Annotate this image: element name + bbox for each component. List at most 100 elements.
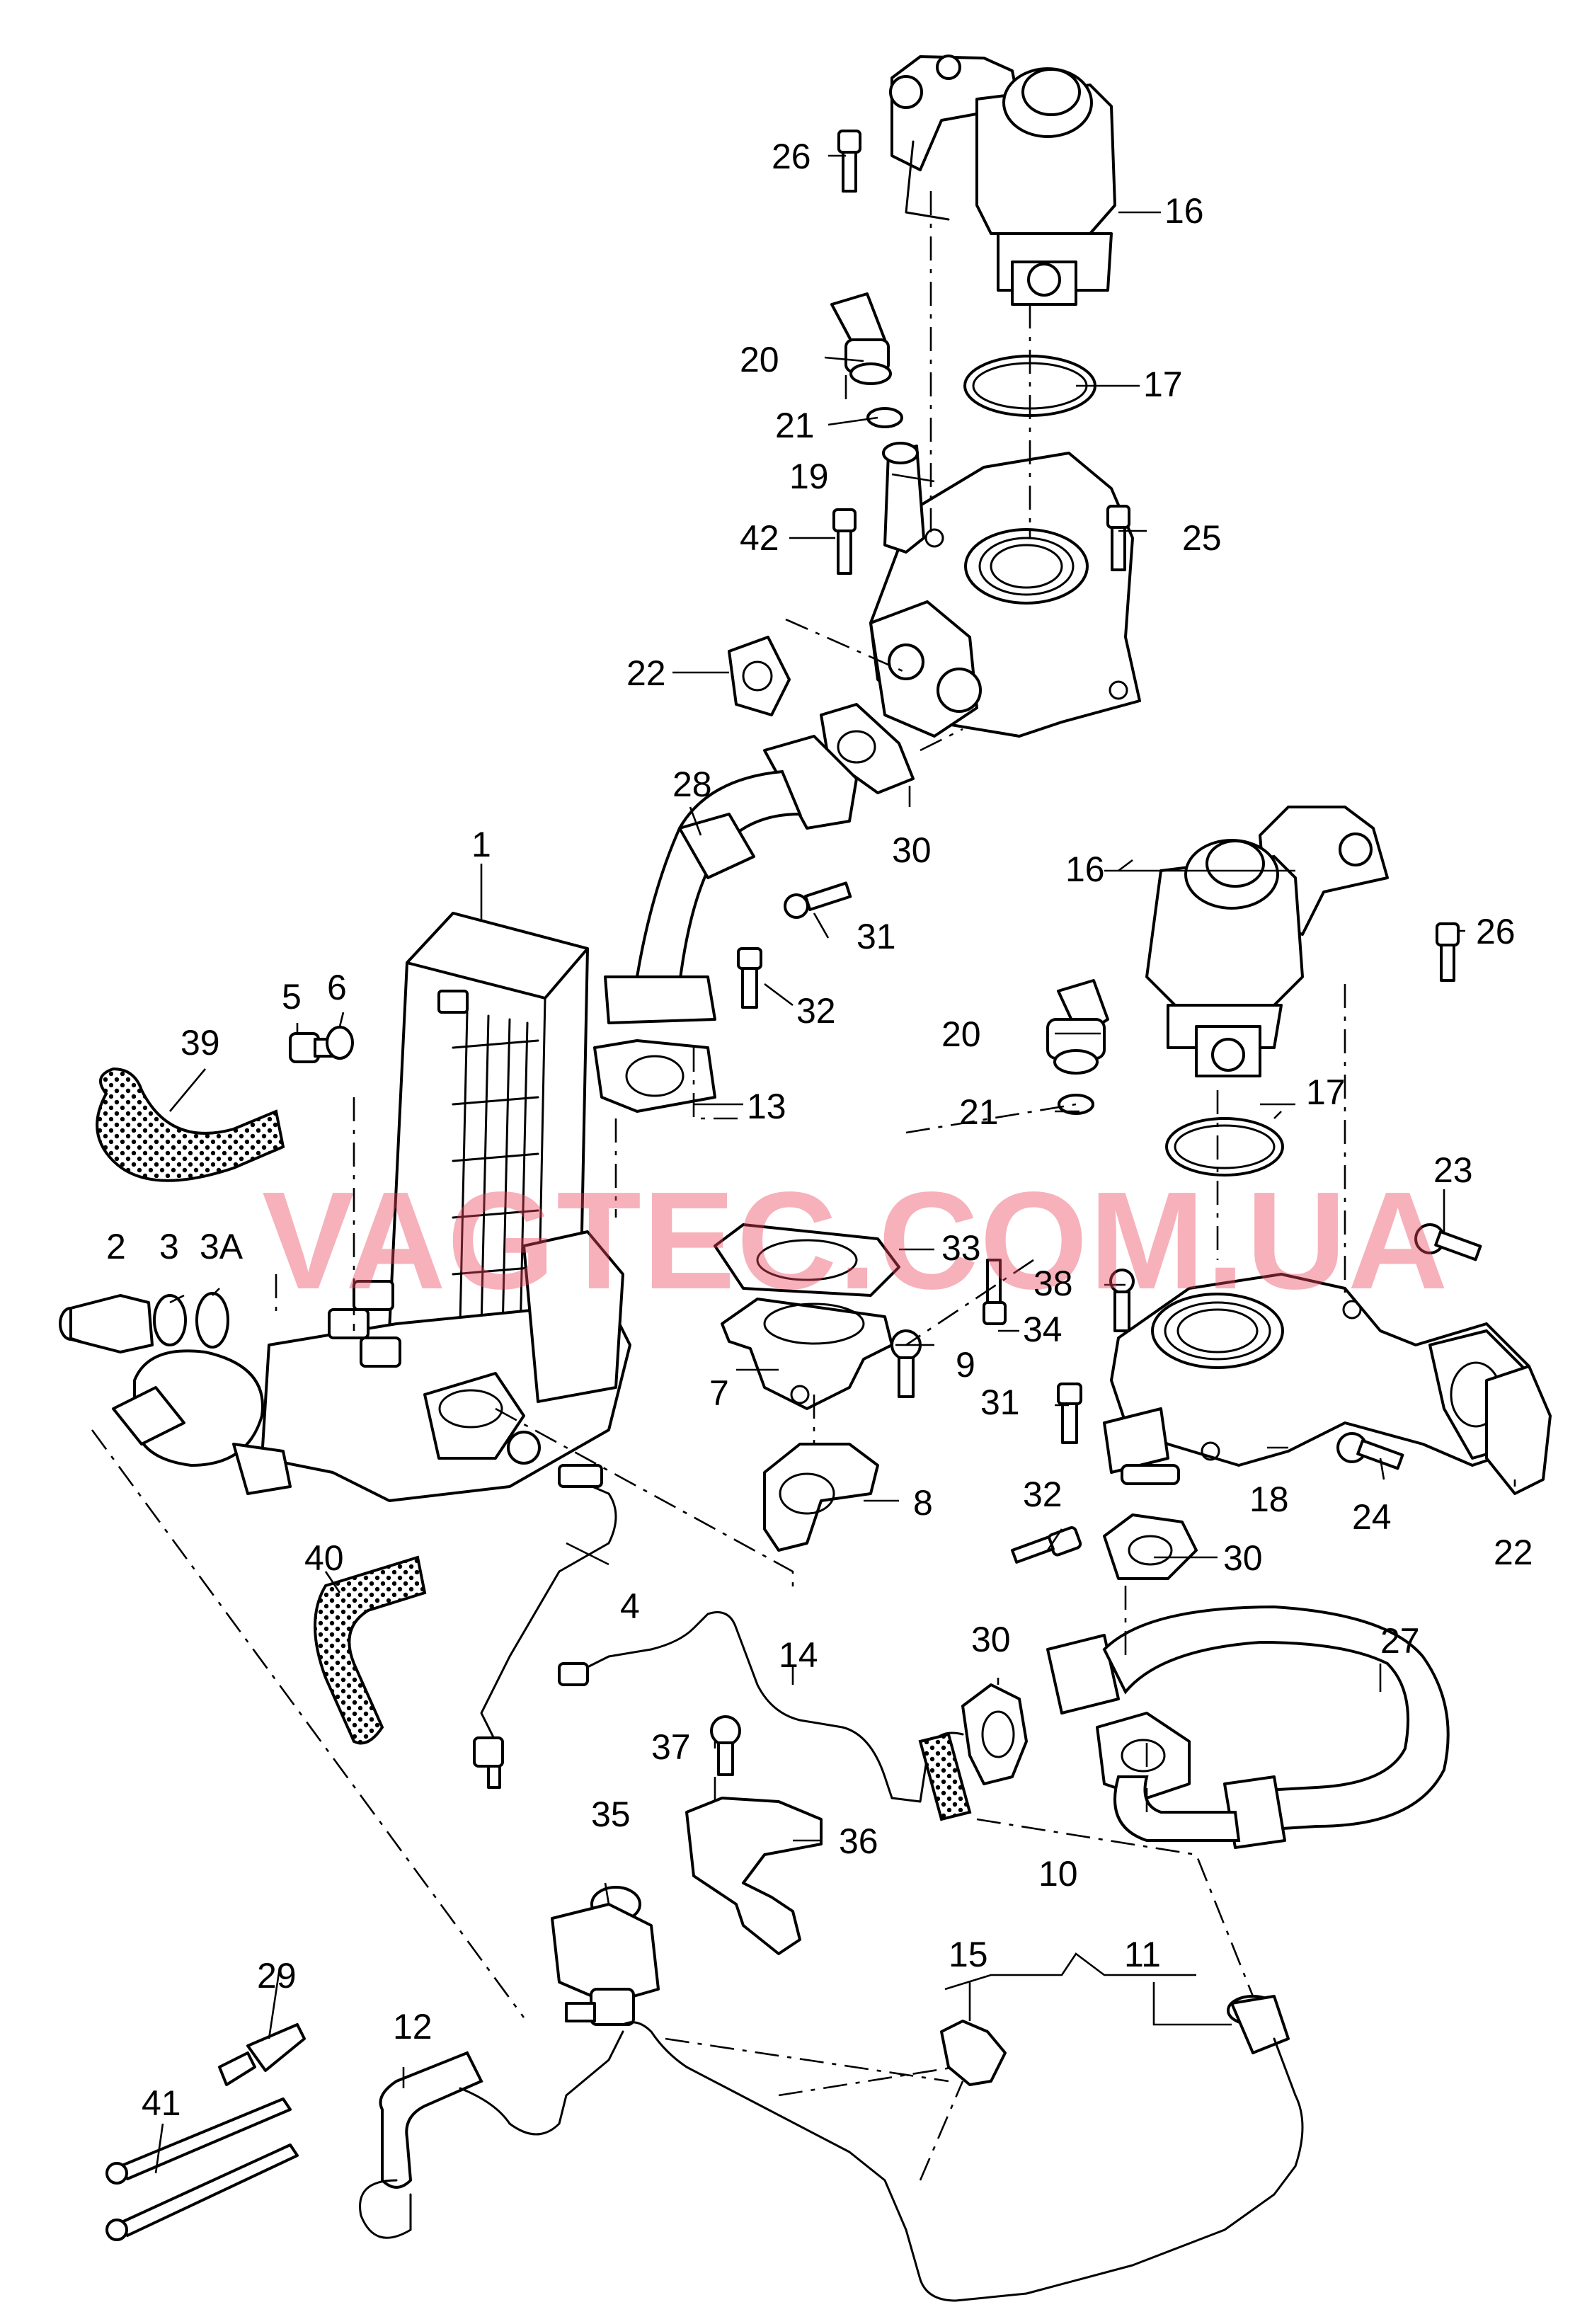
screw-26-upper: [837, 130, 861, 193]
screw-37: [710, 1715, 741, 1776]
assembly-lines: [91, 191, 1346, 2181]
o-ring-lower: [1165, 1117, 1284, 1177]
callout-1: 1: [471, 825, 491, 864]
callout-38: 38: [1033, 1264, 1073, 1303]
leader-lines: [70, 154, 1516, 2174]
callout-36: 36: [839, 1821, 878, 1861]
callout-31-upper: 31: [857, 917, 896, 956]
callout-24: 24: [1352, 1497, 1392, 1537]
exhaust-temp-sensor: [473, 1464, 617, 1789]
egr-valve-upper: [889, 55, 1116, 306]
callout-26-lower: 26: [1476, 912, 1516, 951]
vacuum-pipe-14: [579, 1611, 964, 1803]
screw-23: [1414, 1223, 1482, 1261]
callout-37: 37: [651, 1727, 691, 1767]
gasket-22-lower: [1485, 1365, 1552, 1495]
callout-12: 12: [393, 2007, 433, 2047]
screw-31-lower: [1057, 1383, 1082, 1444]
callout-5: 5: [282, 977, 302, 1017]
callout-35: 35: [591, 1794, 631, 1834]
callout-29: 29: [257, 1956, 297, 1996]
callout-6: 6: [327, 968, 347, 1007]
egr-cooler: [112, 912, 631, 1502]
hose-connector-29: [218, 2023, 306, 2086]
screw-25: [1106, 505, 1130, 571]
screw-32-lower: [1011, 1526, 1082, 1564]
callout-26-upper: 26: [772, 137, 811, 176]
callout-28: 28: [672, 765, 712, 804]
callout-31-lower: 31: [980, 1383, 1020, 1422]
screw-31-upper: [784, 881, 852, 919]
egr-pipe-28: [604, 735, 858, 1024]
callout-21-upper: 21: [775, 406, 815, 445]
vacuum-line-main: [622, 2021, 1304, 2302]
callout-30-upper: 30: [892, 830, 932, 870]
callout-19: 19: [789, 457, 829, 496]
callout-27: 27: [1380, 1621, 1420, 1661]
seal-6: [326, 1026, 354, 1060]
callout-17-lower: 17: [1306, 1072, 1346, 1112]
callout-25: 25: [1182, 518, 1222, 558]
hose-39: [96, 1067, 285, 1182]
callout-34: 34: [1023, 1310, 1063, 1349]
callout-17-upper: 17: [1143, 365, 1183, 404]
callout-20-upper: 20: [740, 340, 779, 379]
callout-3: 3: [159, 1227, 179, 1266]
gasket-8: [763, 1443, 879, 1552]
callout-30-lower-b: 30: [971, 1620, 1011, 1659]
vacuum-pipe-end: [558, 1662, 589, 1686]
callout-39: 39: [181, 1023, 220, 1063]
callout-18: 18: [1249, 1479, 1289, 1519]
temperature-sensor-lower: [1046, 979, 1109, 1115]
screw-34: [983, 1259, 1007, 1325]
callout-23: 23: [1433, 1150, 1473, 1190]
callout-16-upper: 16: [1164, 191, 1204, 231]
solenoid-valve-35: [551, 1886, 660, 2026]
hose-end-11: [1227, 1995, 1297, 2097]
callout-11: 11: [1124, 1935, 1161, 1974]
callout-7: 7: [709, 1373, 729, 1413]
screw-32-upper: [737, 947, 762, 1009]
gasket-30-lower-b: [961, 1683, 1028, 1785]
temperature-sensor-upper: [830, 292, 903, 428]
clip-3a: [195, 1292, 229, 1349]
vacuum-hose-12: [379, 2051, 483, 2189]
clip-15: [940, 2020, 1007, 2086]
vacuum-hose-12-branch: [459, 2030, 624, 2136]
bracket-36: [685, 1797, 823, 1955]
connector-2: [59, 1294, 154, 1353]
o-ring-lower-inner: [1174, 1124, 1276, 1169]
screw-9: [890, 1329, 922, 1398]
vacuum-hose-12-loop: [359, 2179, 412, 2239]
callout-32-upper: 32: [796, 991, 836, 1031]
screw-24: [1336, 1432, 1404, 1470]
seal-3: [153, 1294, 187, 1346]
gasket-22-upper: [728, 636, 791, 716]
gasket-33: [714, 1223, 900, 1297]
screw-26-lower: [1436, 922, 1460, 982]
egr-housing-upper: [869, 442, 1141, 738]
hose-40: [314, 1555, 427, 1745]
screw-42: [832, 508, 857, 575]
callout-40: 40: [304, 1538, 344, 1578]
cable-ties-41: [105, 2097, 299, 2241]
callout-42: 42: [740, 518, 779, 558]
callout-2: 2: [106, 1227, 126, 1266]
callout-30-lower-a: 30: [1223, 1538, 1263, 1578]
callout-8: 8: [913, 1483, 933, 1523]
callout-numbers: 1 2 3 3A 4 5 6 7 8 9 10 11 12 13 14 15 1…: [106, 137, 1533, 2123]
callout-3a: 3A: [200, 1227, 244, 1266]
egr-valve-lower: [1145, 806, 1389, 1077]
watermark: VAGTEC.COM.UA: [262, 1163, 1449, 1318]
callout-22-lower: 22: [1494, 1533, 1533, 1572]
callout-13: 13: [747, 1087, 786, 1126]
egr-pipe-27: [1046, 1605, 1450, 1849]
callout-32-lower: 32: [1023, 1475, 1063, 1514]
callout-9: 9: [956, 1345, 975, 1385]
egr-flange-7: [721, 1298, 893, 1410]
callout-14: 14: [779, 1635, 818, 1675]
callout-33: 33: [941, 1228, 981, 1268]
callout-15: 15: [949, 1935, 988, 1974]
callout-16-lower: 16: [1065, 849, 1105, 889]
